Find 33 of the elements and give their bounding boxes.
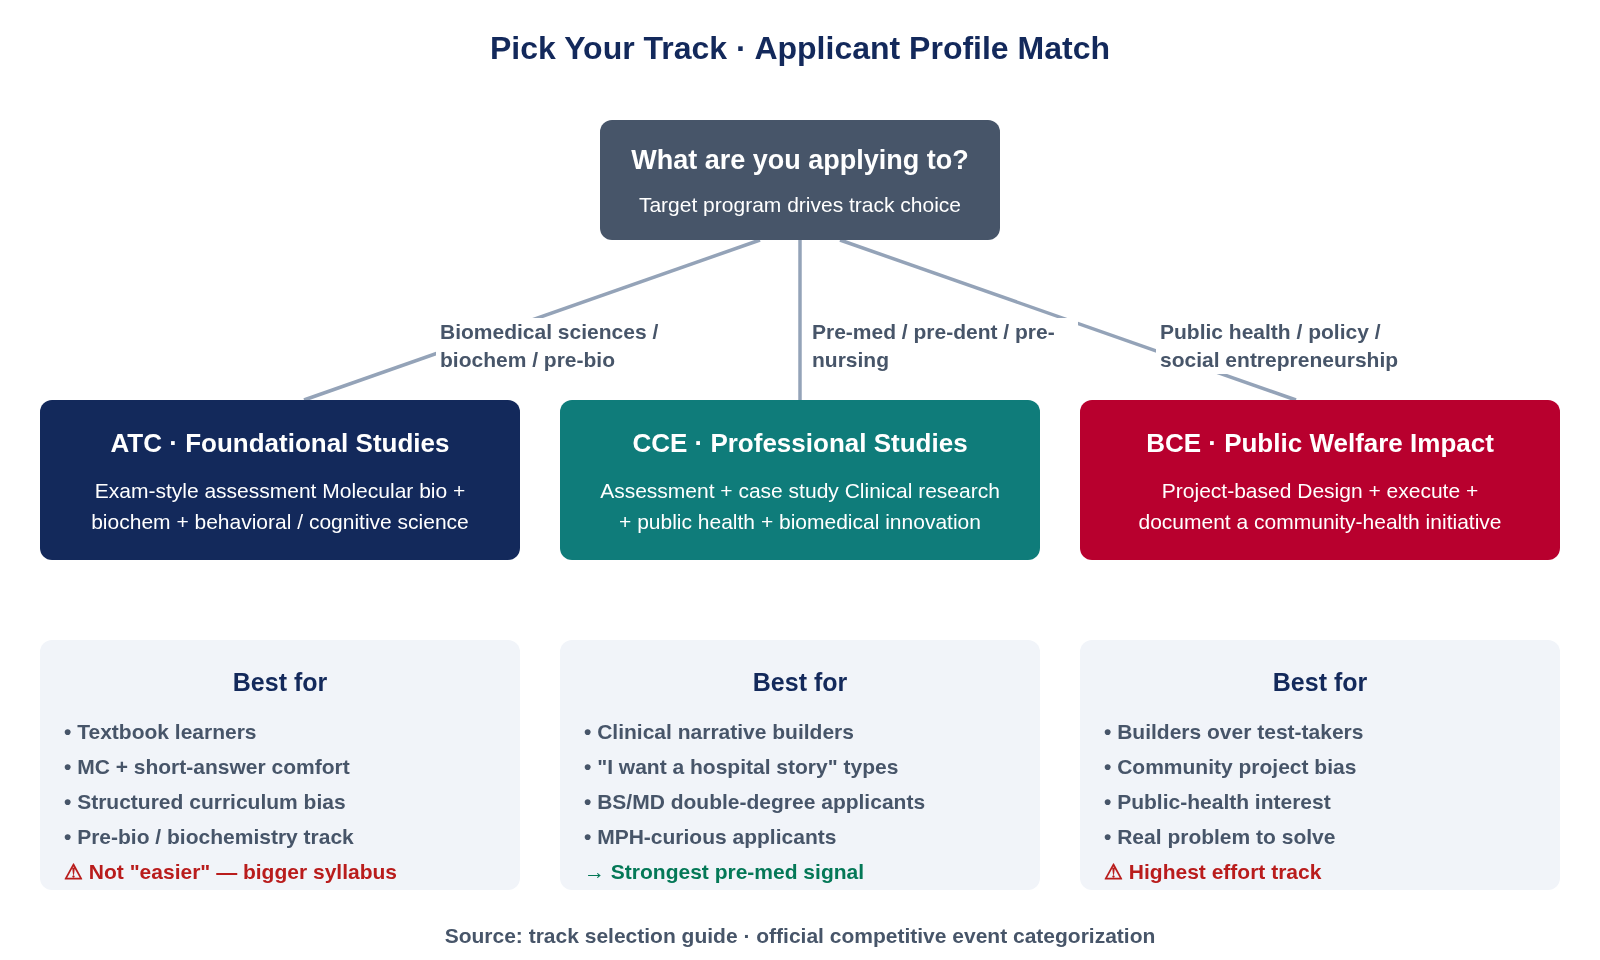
bullet-item: • Public-health interest [1104,788,1332,815]
track-box [1080,400,1560,560]
track-box [40,400,520,560]
panel-heading: Best for [1272,667,1368,698]
note-text: → Strongest pre-med signal [584,858,866,885]
bullet-item: • Textbook learners [64,718,258,745]
track-box [560,400,1040,560]
node-subtitle: Target program drives track choice [638,191,962,218]
bullet-item: • Community project bias [1104,753,1358,780]
note-text: ⚠ Highest effort track [1104,858,1323,885]
bullet-item: • Pre-bio / biochemistry track [64,823,355,850]
node-heading: What are you applying to? [631,144,969,177]
bullet-item: • "I want a hospital story" types [584,753,900,780]
track-heading: ATC · Foundational Studies [110,427,450,460]
bullet-item: • Builders over test-takers [1104,718,1365,745]
track-description: Exam-style assessment Molecular bio + biochem + behavioral / cognitive science [90,478,470,535]
connector-line [798,240,802,400]
track-description: Project-based Design + execute + document a community-health initiative [1137,478,1503,535]
bullet-item: • Real problem to solve [1104,823,1337,850]
bullet-item: • Clinical narrative builders [584,718,855,745]
track-heading: CCE · Professional Studies [632,427,968,460]
bullet-item: • MPH-curious applicants [584,823,838,850]
bullet-item: • MC + short-answer comfort [64,753,351,780]
diagram-title: Pick Your Track · Applicant Profile Match [490,29,1110,68]
source-note: Source: track selection guide · official competitive event categorization [444,923,1156,949]
note-text: ⚠ Not "easier" — bigger syllabus [64,858,398,885]
panel-heading: Best for [232,667,328,698]
track-heading: BCE · Public Welfare Impact [1146,427,1494,460]
panel-heading: Best for [752,667,848,698]
question-box [600,120,1000,240]
bullet-item: • Structured curriculum bias [64,788,347,815]
bullet-item: • BS/MD double-degree applicants [584,788,927,815]
track-description: Assessment + case study Clinical research + public health + biomedical innovation [600,478,1000,535]
